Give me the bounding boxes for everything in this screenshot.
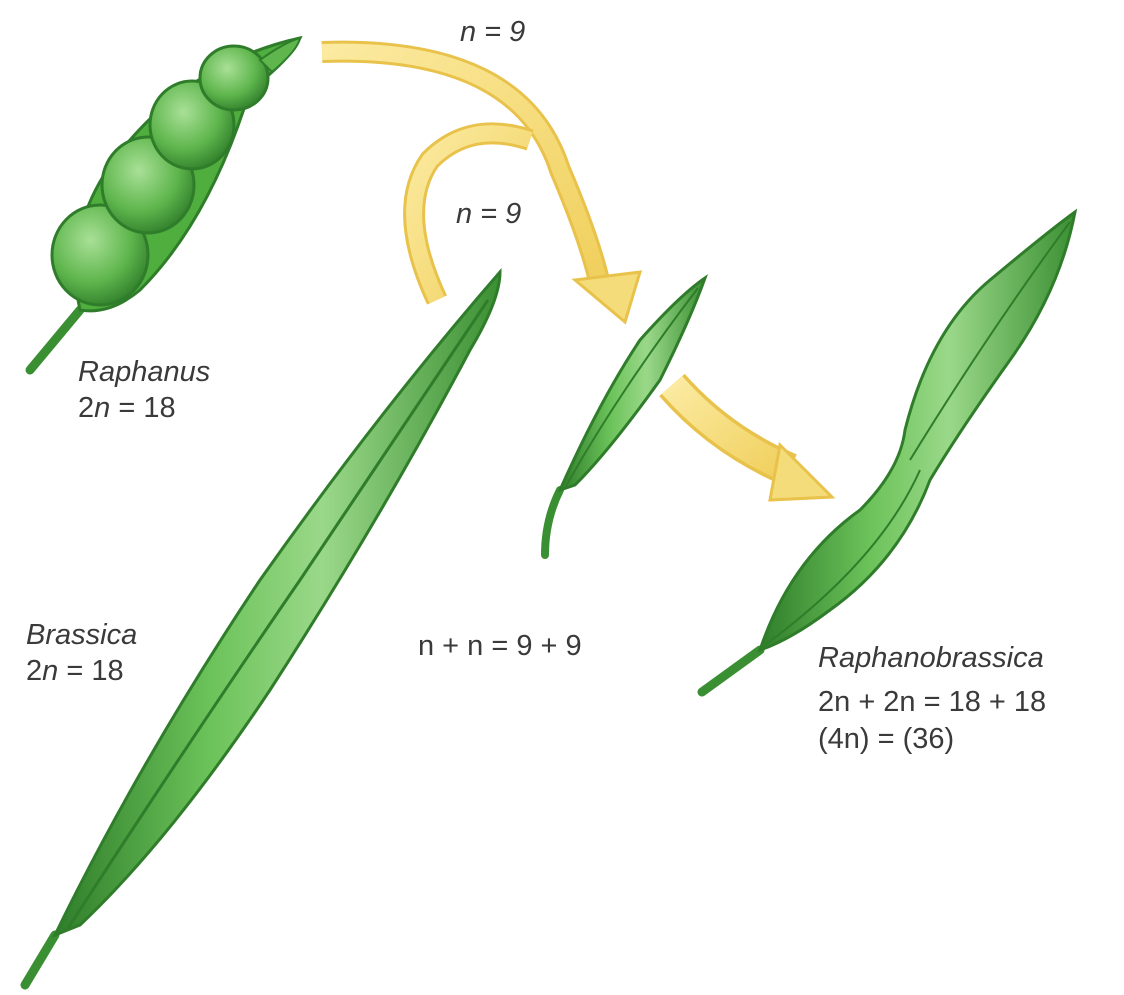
raphanus-pod xyxy=(30,38,300,370)
raphanobrassica-name: Raphanobrassica xyxy=(818,640,1046,676)
raphanobrassica-count-total: (4n) = (36) xyxy=(818,721,1046,757)
raphanus-chromosome-count: 2n = 18 xyxy=(78,390,210,426)
raphanus-gamete-label: n = 9 xyxy=(460,14,525,50)
brassica-name: Brassica xyxy=(26,617,137,653)
brassica-label: Brassica 2n = 18 xyxy=(26,617,137,690)
brassica-chromosome-count: 2n = 18 xyxy=(26,653,137,689)
doubling-arrow xyxy=(672,385,832,500)
brassica-gamete-label: n = 9 xyxy=(456,196,521,232)
hybrid-label: n + n = 9 + 9 xyxy=(418,628,582,664)
raphanus-name: Raphanus xyxy=(78,354,210,390)
raphanobrassica-count: 2n + 2n = 18 + 18 xyxy=(818,684,1046,720)
raphanus-label: Raphanus 2n = 18 xyxy=(78,354,210,427)
raphanobrassica-label: Raphanobrassica 2n + 2n = 18 + 18 (4n) =… xyxy=(818,640,1046,757)
raphanus-gamete-arrow xyxy=(322,52,640,322)
